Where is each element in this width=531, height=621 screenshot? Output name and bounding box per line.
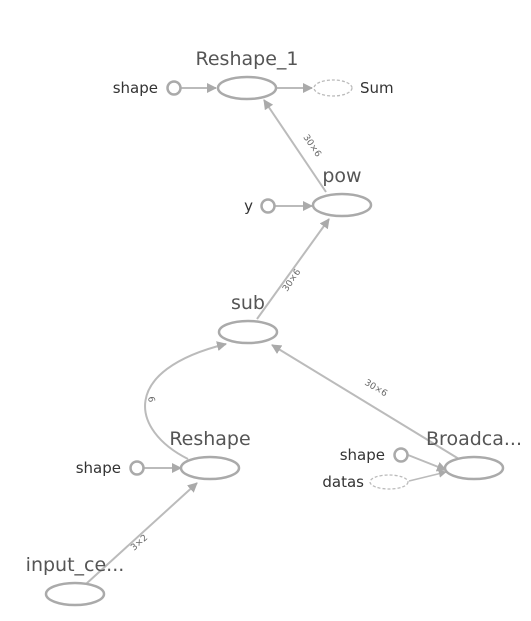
input-label-reshape-shape: shape xyxy=(76,459,121,477)
node-label-pow: pow xyxy=(322,165,361,187)
edge-broadcast-to-sub xyxy=(271,344,460,460)
edge-pow-to-reshape-1 xyxy=(263,99,327,193)
const-node-broadcast-shape[interactable] xyxy=(393,447,409,463)
op-node-reshape[interactable] xyxy=(179,455,241,481)
edge-label-input-to-reshape: 3×2 xyxy=(129,533,150,553)
edge-label-broadcast-to-sub: 30×6 xyxy=(362,378,389,399)
input-label-y: y xyxy=(244,197,253,215)
const-node-reshape-1-shape[interactable] xyxy=(166,80,182,96)
edge-input-to-reshape xyxy=(85,482,198,585)
node-label-broadcast: Broadca... xyxy=(426,428,522,450)
op-node-sub[interactable] xyxy=(217,319,279,345)
input-label-broadcast-shape: shape xyxy=(340,446,385,464)
edge-datas-to-broadcast xyxy=(408,469,447,482)
input-label-sum: Sum xyxy=(360,79,394,97)
op-node-input[interactable] xyxy=(44,581,106,607)
op-node-datas[interactable] xyxy=(369,474,409,490)
edge-label-pow-to-reshape-1: 30×6 xyxy=(301,133,323,159)
node-label-reshape: Reshape xyxy=(169,428,250,450)
node-label-input: input_ce... xyxy=(26,554,125,576)
edge-label-reshape-to-sub: 6 xyxy=(145,396,156,404)
op-node-sum[interactable] xyxy=(313,79,353,97)
edge-reshape-to-sub xyxy=(144,341,227,460)
op-node-pow[interactable] xyxy=(311,192,373,218)
op-node-reshape-1[interactable] xyxy=(216,75,278,101)
const-node-reshape-shape[interactable] xyxy=(129,460,145,476)
node-label-sub: sub xyxy=(231,292,265,314)
const-node-y[interactable] xyxy=(260,198,276,214)
input-label-broadcast-datas: datas xyxy=(322,473,364,491)
edge-sub-to-pow xyxy=(256,218,330,320)
input-label-reshape-1-shape: shape xyxy=(113,79,158,97)
edge-shape-to-broadcast xyxy=(407,454,447,472)
node-label-reshape-1: Reshape_1 xyxy=(196,48,299,70)
op-node-broadcast[interactable] xyxy=(443,455,505,481)
